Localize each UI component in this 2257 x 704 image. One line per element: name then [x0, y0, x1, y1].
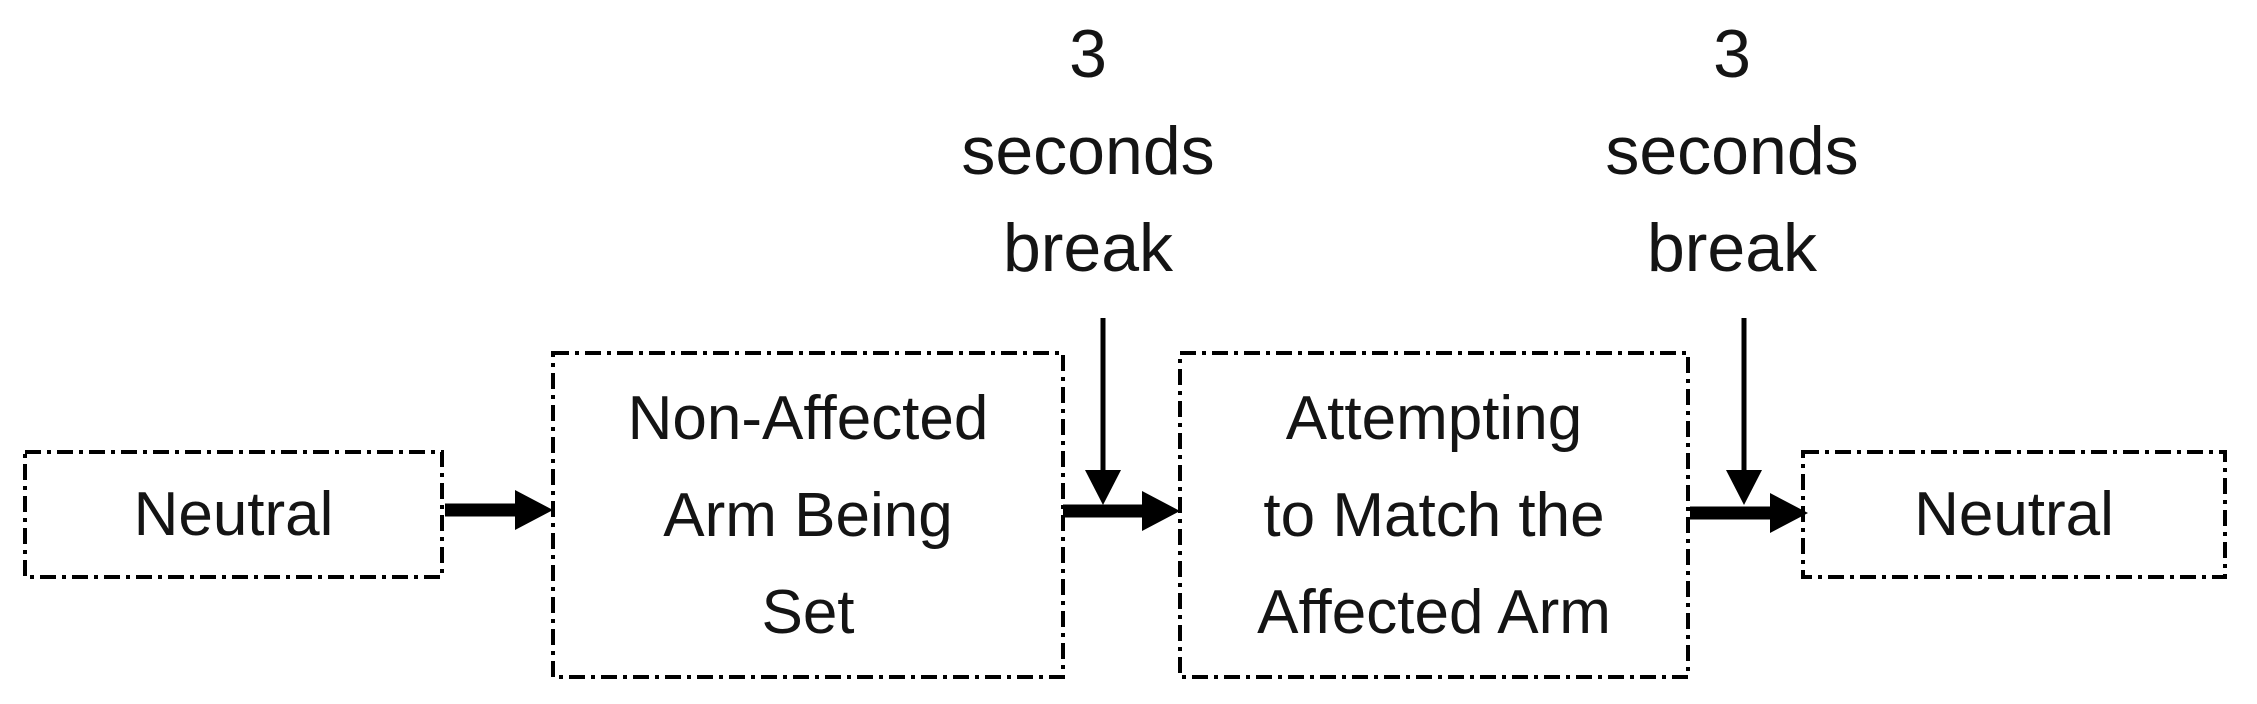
box-label-line: Neutral	[1914, 480, 2114, 549]
box-label-line: Non-Affected	[627, 383, 989, 453]
right-arrow-icon	[1063, 491, 1180, 531]
break-label-line: 3	[1713, 16, 1751, 92]
box-neutral-end: Neutral	[1803, 452, 2225, 577]
down-arrow-icon	[1085, 470, 1121, 505]
box-attempting-to-match-affected-arm: Attempting to Match the Affected Arm	[1180, 353, 1688, 677]
break-annotation-2: 3 seconds break	[1532, 6, 1932, 297]
break-label-line: break	[1002, 210, 1174, 286]
break-label-line: seconds	[961, 113, 1215, 189]
right-arrow-icon	[445, 490, 553, 530]
box-outline-neutral-start	[23, 450, 444, 579]
box-label-line: Arm Being	[663, 480, 953, 550]
right-arrow-icon	[1690, 493, 1808, 533]
break-annotation-1: 3 seconds break	[888, 6, 1288, 297]
box-label-line: Neutral	[133, 480, 334, 549]
box-label-line: Affected Arm	[1257, 577, 1611, 647]
break-label-line: break	[1646, 210, 1818, 286]
box-label-line: Attempting	[1285, 383, 1583, 453]
box-neutral-start: Neutral	[25, 452, 442, 577]
break-label-line: seconds	[1605, 113, 1859, 189]
box-label-line: to Match the	[1263, 480, 1605, 550]
break-label-line: 3	[1069, 16, 1107, 92]
box-non-affected-arm-being-set: Non-Affected Arm Being Set	[553, 353, 1063, 677]
down-arrow-icon	[1726, 470, 1762, 505]
box-label-line: Set	[761, 577, 855, 647]
